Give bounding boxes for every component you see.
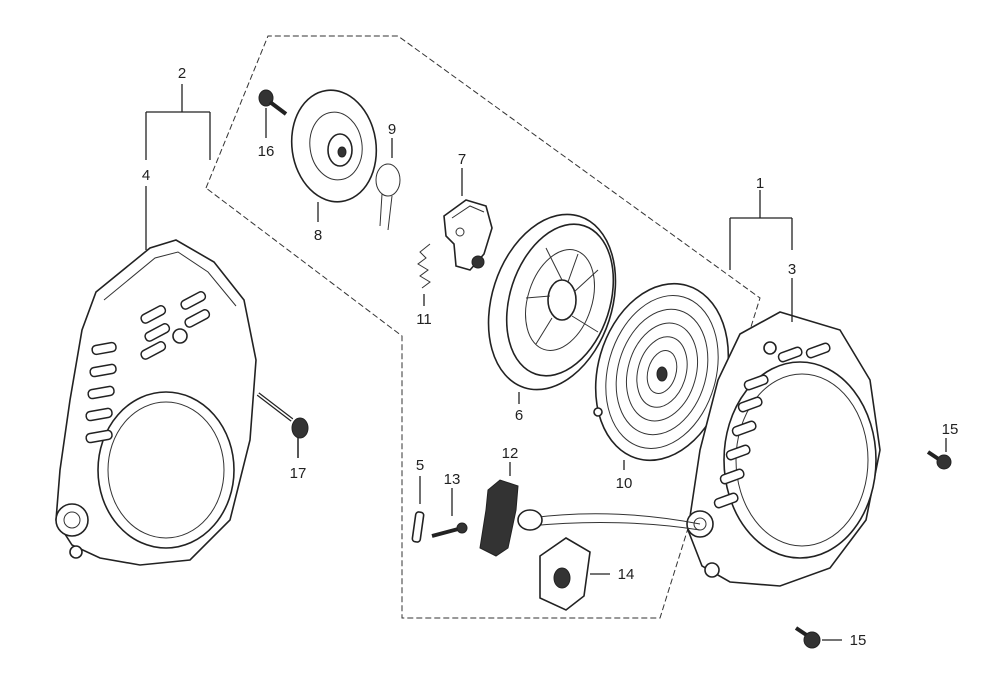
callout-labels: 1 2 3 4 5 6 7 8 9 10 11 12 13 14 15 15 1…: [142, 65, 959, 649]
spring-part-11: [417, 243, 431, 306]
handle-part-12: [479, 462, 543, 557]
label-part-13: 13: [444, 471, 461, 488]
bolt-part-16: [258, 89, 288, 138]
leader-lines: [145, 84, 793, 458]
label-part-14: 14: [618, 566, 635, 583]
label-part-8: 8: [314, 227, 322, 244]
guide-part-14: [539, 537, 610, 611]
label-part-12: 12: [502, 445, 519, 462]
bolt-part-15-lower: [794, 626, 842, 649]
label-part-16: 16: [258, 143, 275, 160]
label-part-7: 7: [458, 151, 466, 168]
reel-part-6: [487, 213, 617, 404]
label-part-3: 3: [788, 261, 796, 278]
ratchet-part-7: [443, 168, 493, 271]
label-part-2: 2: [178, 65, 186, 82]
label-part-5: 5: [416, 457, 424, 474]
clip-part-9: [375, 138, 401, 231]
label-part-17: 17: [290, 465, 307, 482]
plate-part-8: [290, 89, 378, 222]
fan-cover-part-4: [55, 239, 257, 566]
bolt-part-13: [431, 488, 468, 538]
label-part-10: 10: [616, 475, 633, 492]
label-part-1: 1: [756, 175, 764, 192]
starter-case-part-3: [686, 311, 881, 587]
label-part-15-lower: 15: [850, 632, 867, 649]
starter-rope: [529, 513, 701, 531]
label-part-15-upper: 15: [942, 421, 959, 438]
bolt-part-17: [256, 392, 309, 458]
label-part-6: 6: [515, 407, 523, 424]
bolt-part-15-upper: [926, 438, 952, 470]
pin-part-5: [411, 476, 425, 543]
label-part-11: 11: [416, 311, 432, 328]
assembly-outline: [205, 35, 761, 619]
label-part-4: 4: [142, 167, 150, 184]
label-part-9: 9: [388, 121, 396, 138]
